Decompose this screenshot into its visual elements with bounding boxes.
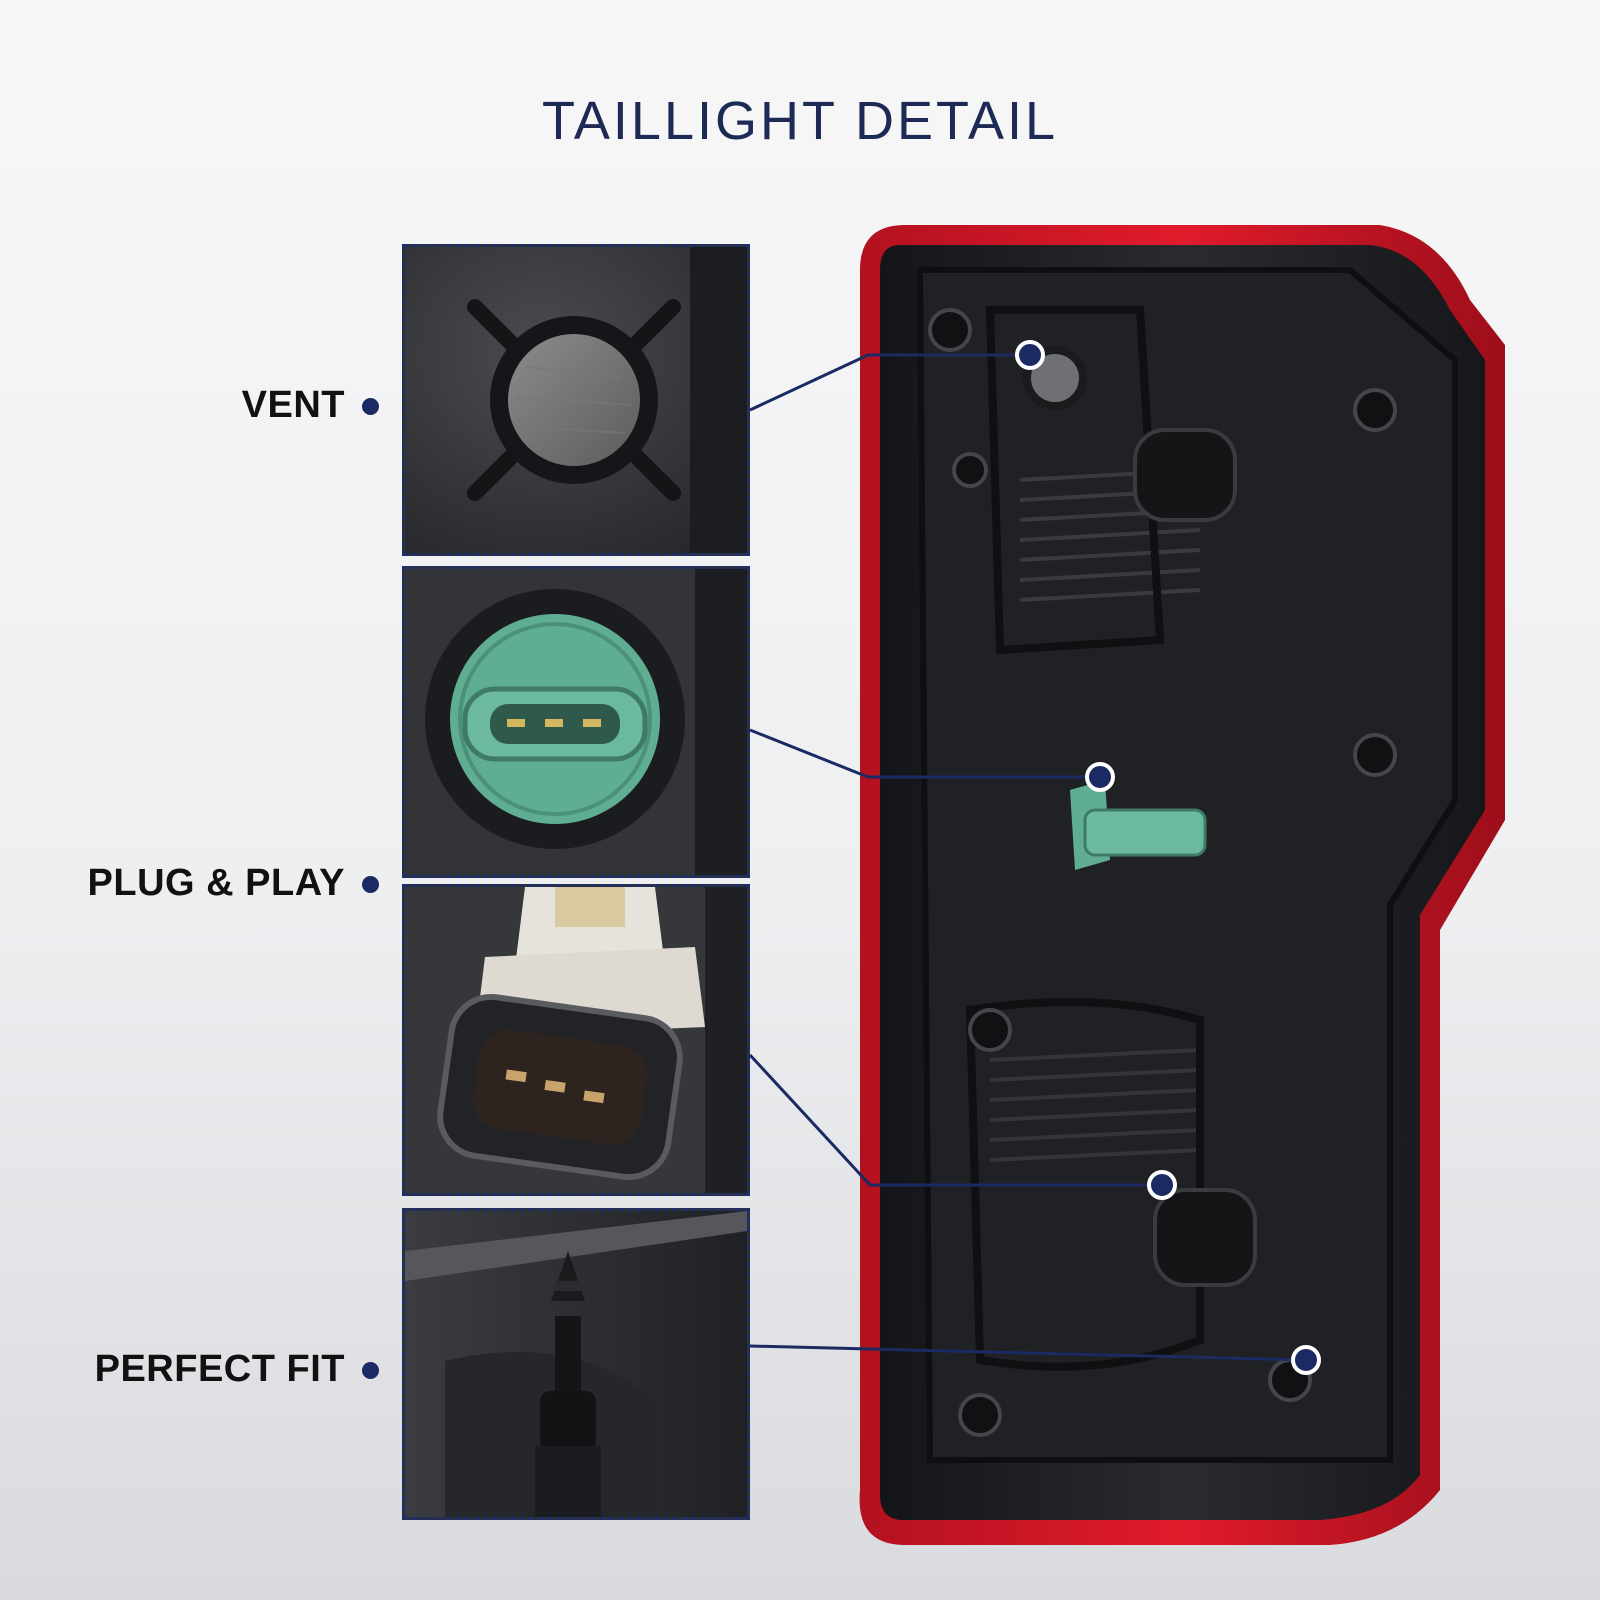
callout-dot-socket (1147, 1170, 1177, 1200)
plug-detail-image (402, 566, 750, 878)
fit-detail-image (402, 1208, 750, 1520)
socket-detail-image (402, 884, 750, 1196)
plug-photo (405, 569, 747, 875)
callout-dot-vent (1015, 340, 1045, 370)
callout-line-fit (749, 1344, 1307, 1362)
callout-line-plug (749, 728, 1100, 779)
feature-dot-vent (362, 398, 379, 415)
fit-photo (405, 1211, 747, 1517)
green-plug-on-housing (1070, 780, 1207, 870)
feature-label-perfect-fit: PERFECT FIT (94, 1348, 345, 1390)
feature-label-vent: VENT (241, 384, 345, 426)
socket-photo (405, 887, 747, 1193)
page-title: TAILLIGHT DETAIL (541, 91, 1059, 151)
vent-detail-image (402, 244, 750, 556)
callout-line-socket (748, 1053, 1162, 1187)
feature-label-plug-play: PLUG & PLAY (87, 862, 345, 904)
vent-photo (405, 247, 747, 553)
callout-line-vent (749, 353, 1030, 412)
callout-dot-fit (1291, 1345, 1321, 1375)
feature-dot-perfect-fit (362, 1362, 379, 1379)
feature-dot-plug-play (362, 876, 379, 893)
callout-dot-plug (1085, 762, 1115, 792)
